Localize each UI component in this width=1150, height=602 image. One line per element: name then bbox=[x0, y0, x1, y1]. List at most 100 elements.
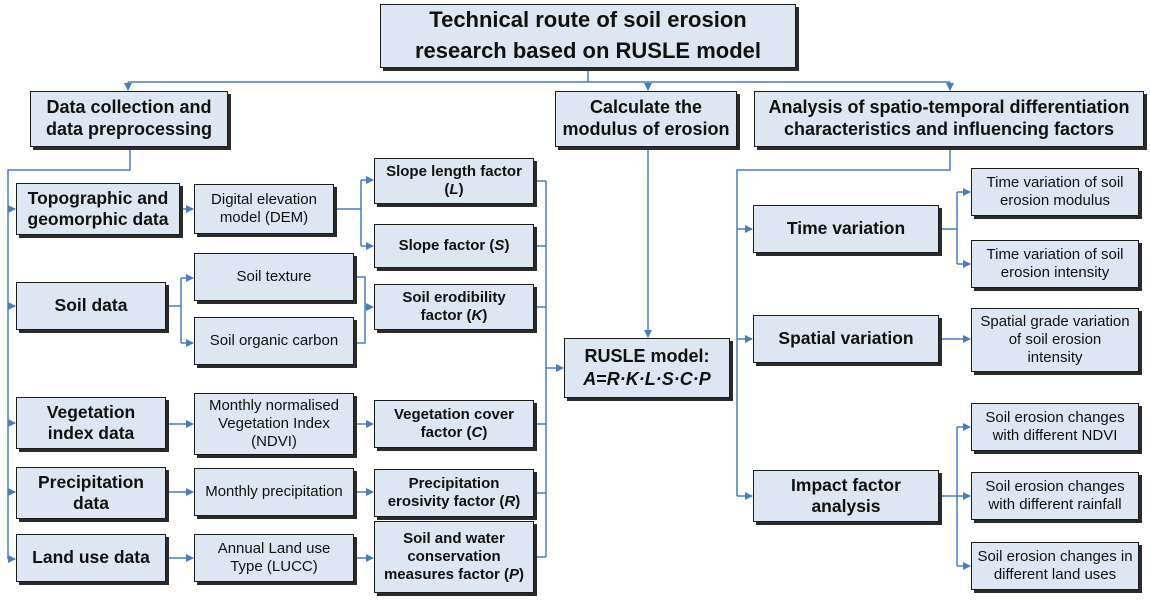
source-label: Land use data bbox=[32, 547, 150, 568]
analysis-label: Time variation bbox=[786, 218, 906, 239]
factor-label: measures factor bbox=[383, 566, 500, 584]
category-label: Calculate the bbox=[589, 97, 703, 118]
factor-symbol: S bbox=[494, 236, 505, 254]
connector-line bbox=[166, 278, 182, 343]
category-label: modulus of erosion bbox=[562, 119, 730, 139]
factor-slope: Slope factor (S) bbox=[374, 224, 534, 268]
analysis-label: Impact factor bbox=[791, 474, 901, 495]
source-label: geomorphic data bbox=[27, 209, 169, 229]
processed-label: Vegetation Index bbox=[218, 414, 330, 432]
analysis-label: analysis bbox=[811, 496, 881, 516]
connector-line bbox=[354, 276, 366, 344]
factor-label: Precipitation bbox=[408, 474, 500, 492]
model-equation-lhs: A bbox=[583, 369, 597, 389]
analysis-time-variation: Time variation bbox=[753, 205, 939, 253]
outcome-label: intensity bbox=[1027, 349, 1083, 367]
factor-label: Slope length factor bbox=[386, 162, 522, 180]
category-label: data preprocessing bbox=[45, 119, 213, 139]
connector-line bbox=[736, 147, 951, 496]
processed-label: Digital elevation bbox=[211, 190, 317, 208]
outcome-label: Soil erosion changes bbox=[985, 408, 1125, 426]
analysis-spatial-variation: Spatial variation bbox=[753, 315, 939, 363]
processed-label: Monthly normalised bbox=[208, 396, 340, 414]
title-line-1: Technical route of soil erosion bbox=[429, 7, 747, 33]
outcome-label: with different NDVI bbox=[992, 427, 1118, 444]
connector-line bbox=[334, 180, 362, 246]
processed-monthly-precipitation: Monthly precipitation bbox=[194, 468, 354, 516]
analysis-label: Spatial variation bbox=[778, 328, 914, 349]
outcome-label: erosion modulus bbox=[999, 192, 1111, 209]
connector-line bbox=[939, 192, 958, 264]
model-label: RUSLE model: bbox=[584, 345, 710, 366]
factor-symbol: L bbox=[449, 181, 459, 198]
factor-symbol: R bbox=[504, 493, 516, 510]
factor-label: Soil erodibility bbox=[402, 288, 506, 306]
category-label: Analysis of spatio-temporal differentiat… bbox=[768, 97, 1130, 118]
outcome-label: Time variation of soil bbox=[986, 173, 1124, 191]
source-label: index data bbox=[47, 423, 135, 443]
outcome-label: Spatial grade variation bbox=[980, 312, 1130, 330]
factor-symbol: P bbox=[509, 566, 520, 584]
rusle-model-box: RUSLE model:A=R·K·L·S·C·P bbox=[564, 338, 730, 398]
connector-line bbox=[534, 180, 546, 558]
source-label: Vegetation bbox=[46, 401, 136, 422]
processed-label: model (DEM) bbox=[219, 209, 309, 226]
source-label: Topographic and bbox=[27, 187, 169, 208]
source-soil-data: Soil data bbox=[16, 282, 166, 330]
factor-symbol: K bbox=[471, 307, 483, 324]
processed-label: Soil texture bbox=[236, 267, 312, 285]
outcome-label: Soil erosion changes bbox=[985, 477, 1125, 495]
source-label: data bbox=[73, 493, 109, 513]
outcome-label: different land uses bbox=[993, 566, 1117, 583]
connector-line bbox=[7, 147, 131, 559]
processed-label: Annual Land use bbox=[217, 539, 331, 557]
source-label: Soil data bbox=[54, 295, 128, 316]
factor-label: Vegetation cover bbox=[393, 405, 515, 423]
connector-line bbox=[939, 427, 958, 566]
factor-label: factor bbox=[420, 424, 463, 441]
processed-label: Monthly precipitation bbox=[205, 482, 343, 500]
processed-label: Soil organic carbon bbox=[209, 331, 339, 349]
outcome-label: with different rainfall bbox=[988, 496, 1122, 513]
factor-label: conservation bbox=[407, 547, 501, 565]
processed-label: Type (LUCC) bbox=[230, 558, 318, 575]
factor-label: factor bbox=[420, 307, 463, 324]
factor-label: erosivity factor bbox=[387, 493, 496, 510]
outcome-label: of soil erosion bbox=[1008, 330, 1102, 348]
source-land-use-data: Land use data bbox=[16, 534, 166, 582]
processed-label: (NDVI) bbox=[251, 433, 297, 451]
factor-symbol: C bbox=[471, 424, 483, 441]
category-label: characteristics and influencing factors bbox=[783, 119, 1115, 139]
factor-label: Soil and water bbox=[403, 529, 505, 547]
outcome-label: erosion intensity bbox=[1000, 264, 1110, 281]
processed-soil-texture: Soil texture bbox=[194, 253, 354, 301]
title-line-2: research based on RUSLE model bbox=[415, 38, 761, 63]
category-label: Data collection and bbox=[46, 97, 212, 118]
category-spatiotemporal-analysis: Analysis of spatio-temporal differentiat… bbox=[754, 91, 1144, 147]
processed-soil-organic-carbon: Soil organic carbon bbox=[194, 317, 354, 365]
factor-label: Slope factor bbox=[398, 236, 486, 254]
diagram-title: Technical route of soil erosion research … bbox=[380, 4, 796, 68]
source-label: Precipitation bbox=[38, 471, 144, 492]
